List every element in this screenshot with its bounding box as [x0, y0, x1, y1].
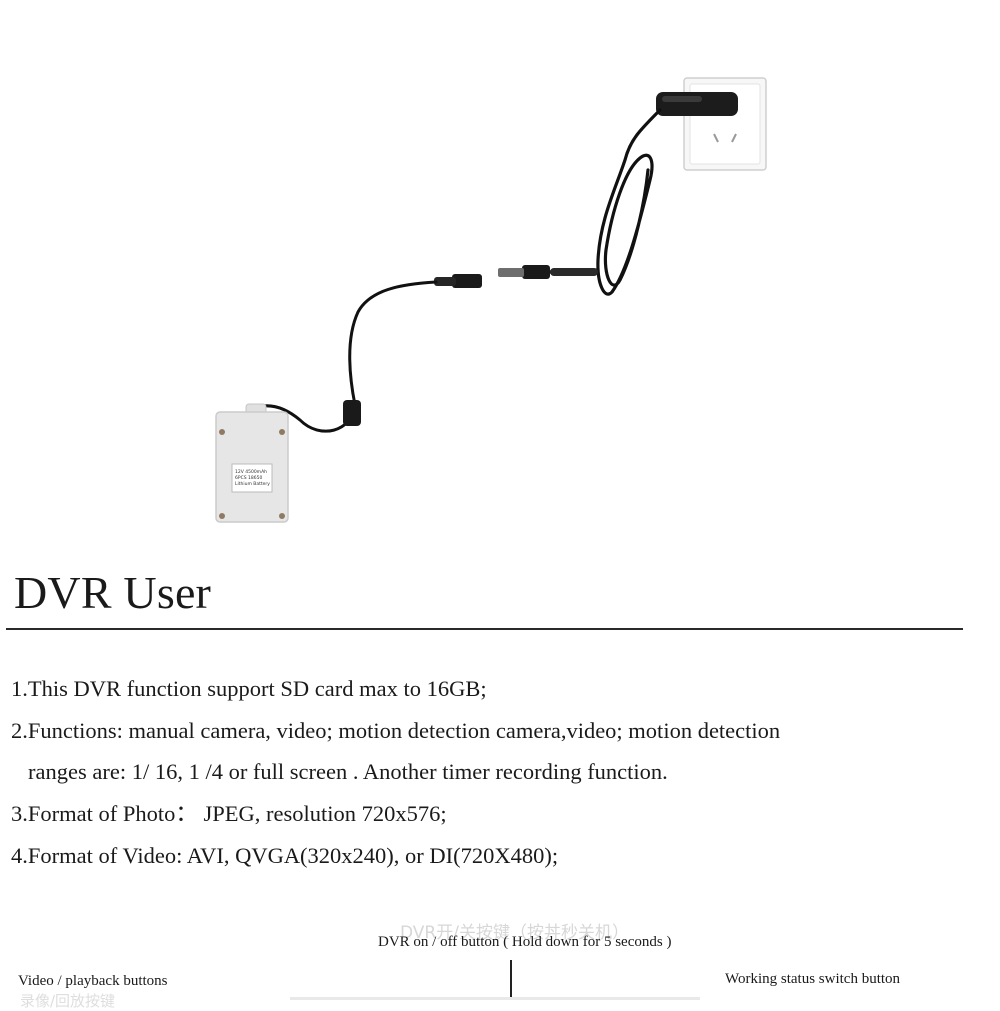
spec-item-2-cont: ranges are: 1/ 16, 1 /4 or full screen .… [28, 759, 668, 785]
callout-line [510, 960, 512, 1000]
battery-box: 12V 4500mAh 6PCS 18650 Lithium Battery [215, 403, 289, 523]
spec-item-1: 1.This DVR function support SD card max … [11, 676, 487, 701]
onoff-caption-faint: DVR开/关按键（按丼秒关机） [400, 923, 629, 943]
adapter-cable [546, 108, 662, 296]
spec-list: 1.This DVR function support SD card max … [11, 668, 780, 877]
section-title: DVR User [14, 567, 212, 618]
battery-label-line2: 6PCS 18650 [235, 475, 262, 481]
power-adapter [656, 92, 738, 116]
spec-item-2: 2.Functions: manual camera, video; motio… [11, 717, 781, 743]
onoff-caption: DVR on / off button ( Hold down for 5 se… [378, 934, 672, 950]
video-caption-faint: 录像/回放按键 [20, 992, 116, 1010]
video-playback-caption: Video / playback buttons [18, 973, 168, 989]
status-switch-caption: Working status switch button [725, 971, 901, 987]
dc-plug [498, 265, 598, 279]
device-edge [290, 997, 700, 1000]
title-rule [6, 628, 963, 630]
product-photo: 12V 4500mAh 6PCS 18650 Lithium Battery [215, 77, 767, 523]
wall-socket [683, 77, 767, 171]
battery-label-line1: 12V 4500mAh [235, 469, 267, 475]
cable-connector [343, 400, 361, 426]
spec-item-4: 4.Format of Video: AVI, QVGA(320x240), o… [11, 842, 559, 868]
battery-label-line3: Lithium Battery [235, 481, 270, 487]
spec-item-3: 3.Format of Photo： JPEG, resolution 720x… [11, 801, 447, 827]
dc-socket [434, 274, 482, 288]
